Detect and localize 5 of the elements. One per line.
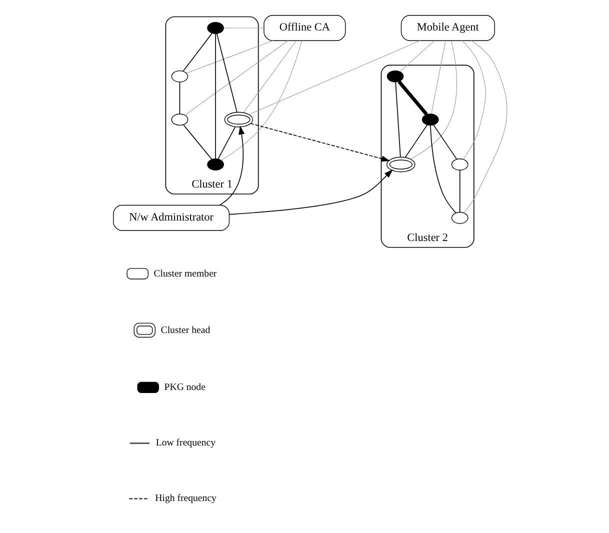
legend-label: Cluster member [154,268,217,280]
legend-label: PKG node [164,382,206,394]
legend-label: Cluster head [160,324,210,336]
legend-label: High frequency [155,492,216,504]
legend-label: Low frequency [156,437,216,448]
